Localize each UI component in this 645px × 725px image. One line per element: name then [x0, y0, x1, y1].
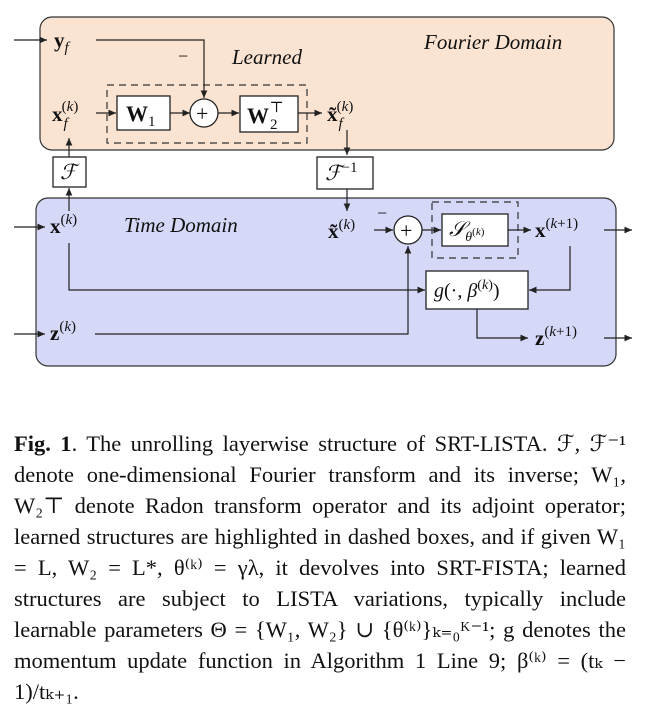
xk1-to-g-arrow [529, 246, 571, 294]
time-domain-label: Time Domain [124, 213, 238, 237]
fourier-transform-box [52, 156, 87, 188]
diagram: Fourier Domain Time Domain Learned yf − … [14, 16, 632, 367]
xf-k-symbol: xf(k) [52, 99, 78, 132]
shrinkage-box [441, 213, 509, 247]
zk1-symbol: z(k+1) [535, 324, 577, 350]
zk-to-sum-arrow [95, 246, 412, 335]
minus-sign-time: − [377, 203, 387, 223]
fourier-domain-label: Fourier Domain [423, 30, 562, 54]
caption-paragraph: Fig. 1. The unrolling layerwise structur… [14, 428, 626, 707]
learned-label: Learned [231, 45, 302, 69]
zk-symbol: z(k) [50, 319, 76, 345]
inverse-fourier-label: ℱ−1 [325, 160, 357, 185]
xtilde-f-k-symbol: x̃f(k) [327, 99, 353, 132]
xk-symbol: x(k) [50, 212, 77, 238]
g-to-zk1-arrow [476, 309, 528, 342]
sum-node-time-plus: + [400, 218, 412, 243]
fourier-domain-panel [39, 16, 615, 151]
momentum-g-label: g(·, β(k)) [434, 278, 500, 302]
W2T-box [239, 95, 299, 133]
yf-symbol: yf [54, 28, 71, 56]
fourier-transform-label: ℱ [60, 160, 80, 184]
learned-dashed-box [106, 84, 308, 144]
W2T-label: W2⊤ [247, 100, 284, 133]
time-domain-panel [35, 197, 617, 367]
minus-sign-fourier: − [178, 46, 188, 66]
momentum-g-box [425, 270, 529, 310]
figure-label: Fig. 1 [14, 431, 72, 456]
yf-to-sum-arrow [96, 39, 208, 98]
W1-label: W1 [126, 101, 156, 130]
figure-caption: Fig. 1. The unrolling layerwise structur… [14, 428, 626, 707]
inverse-fourier-box [316, 156, 374, 190]
sum-node-fourier-plus: + [196, 101, 208, 126]
xtilde-k-symbol: x̃(k) [328, 217, 355, 243]
xk-to-g-arrow [68, 243, 425, 294]
xk1-symbol: x(k+1) [535, 216, 578, 242]
caption-text: . The unrolling layerwise structure of S… [14, 431, 626, 704]
